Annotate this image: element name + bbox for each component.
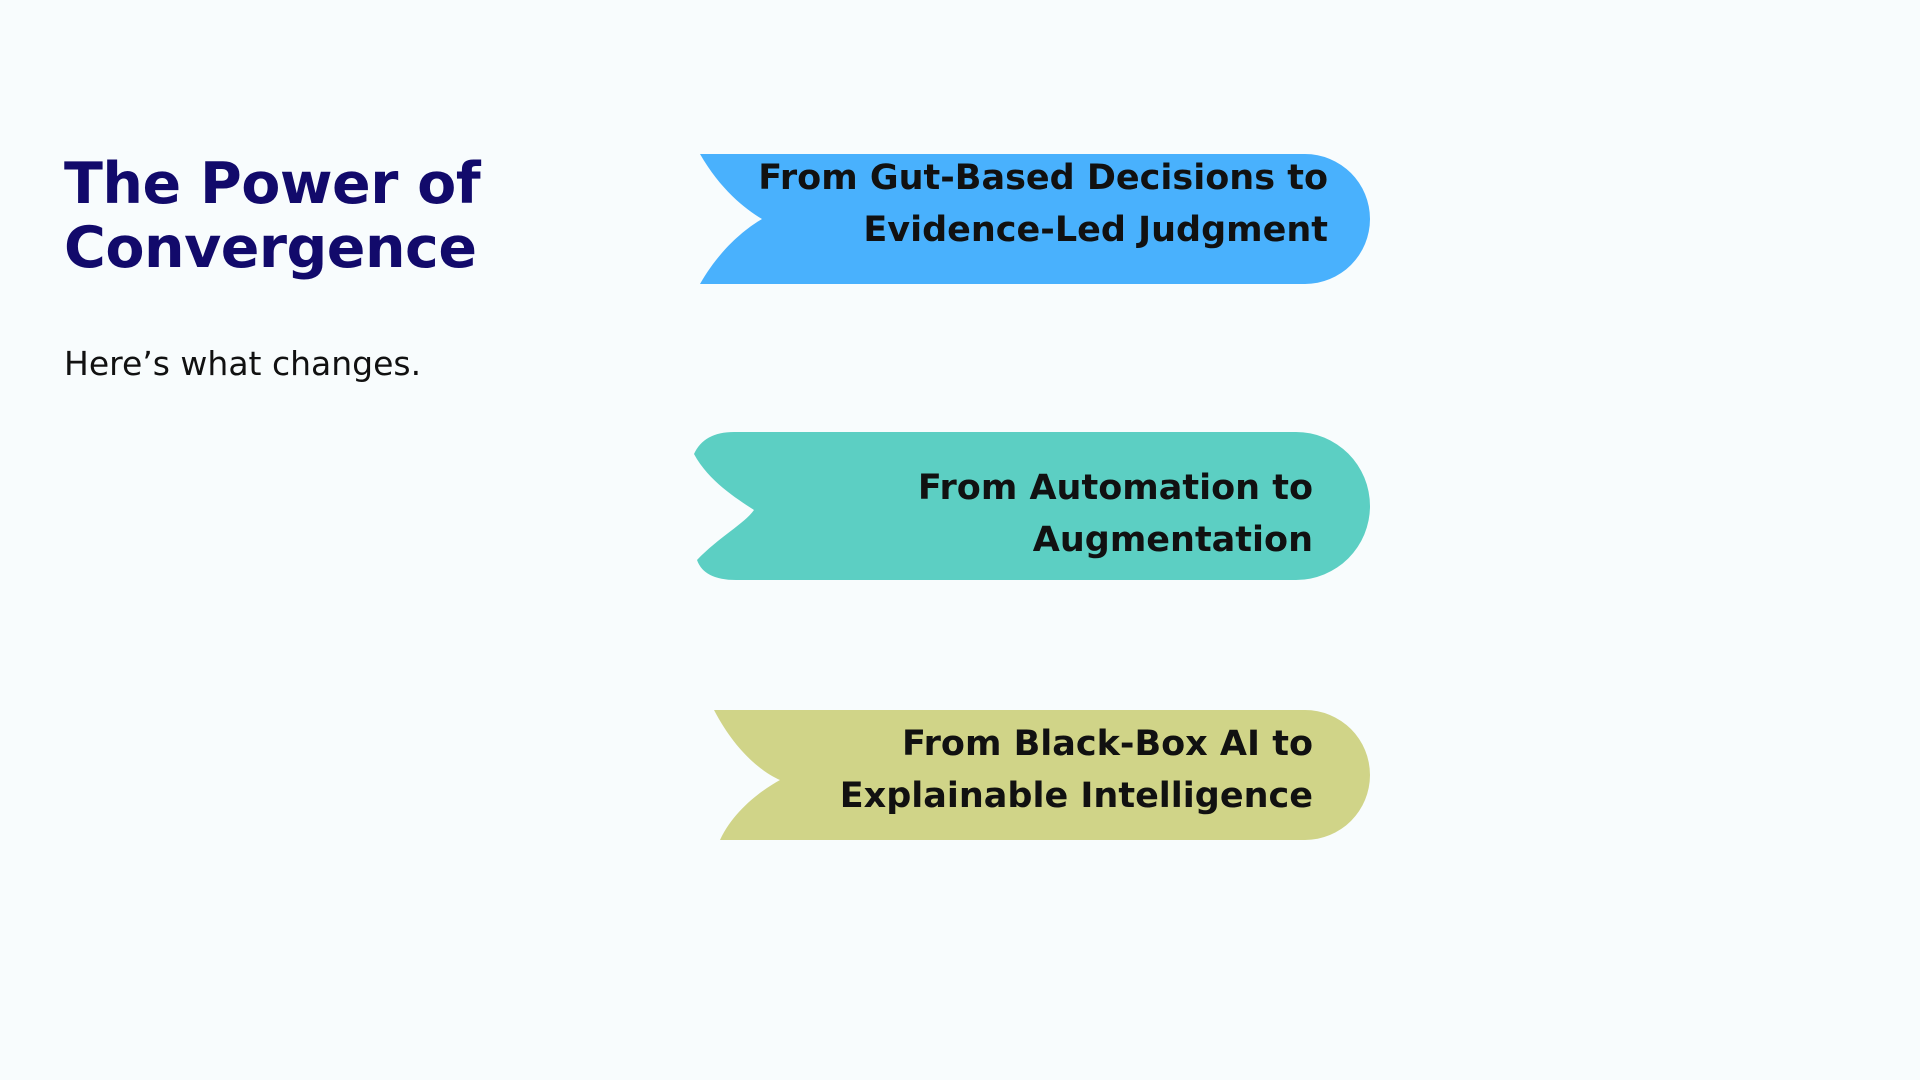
- slide-title: The Power of Convergence: [64, 151, 481, 281]
- slide-subtitle: Here’s what changes.: [64, 344, 422, 383]
- banner-3-line-2: Explainable Intelligence: [839, 776, 1313, 816]
- banner-1-text: From Gut-Based Decisions to Evidence-Led…: [758, 152, 1328, 256]
- banner-1-line-1: From Gut-Based Decisions to: [758, 158, 1328, 198]
- banner-3-text: From Black-Box AI to Explainable Intelli…: [840, 718, 1313, 822]
- banner-3-line-1: From Black-Box AI to: [901, 724, 1313, 764]
- title-line-2: Convergence: [64, 215, 477, 281]
- banner-2-line-2: Augmentation: [1032, 520, 1313, 560]
- banner-2-line-1: From Automation to: [917, 468, 1313, 508]
- banner-2-text: From Automation to Augmentation: [918, 462, 1313, 566]
- banner-2-shape: [694, 432, 1370, 580]
- banner-3-shape: [714, 710, 1370, 840]
- banner-1-line-2: Evidence-Led Judgment: [863, 210, 1328, 250]
- title-line-1: The Power of: [64, 151, 481, 217]
- banner-1-shape: [700, 154, 1370, 284]
